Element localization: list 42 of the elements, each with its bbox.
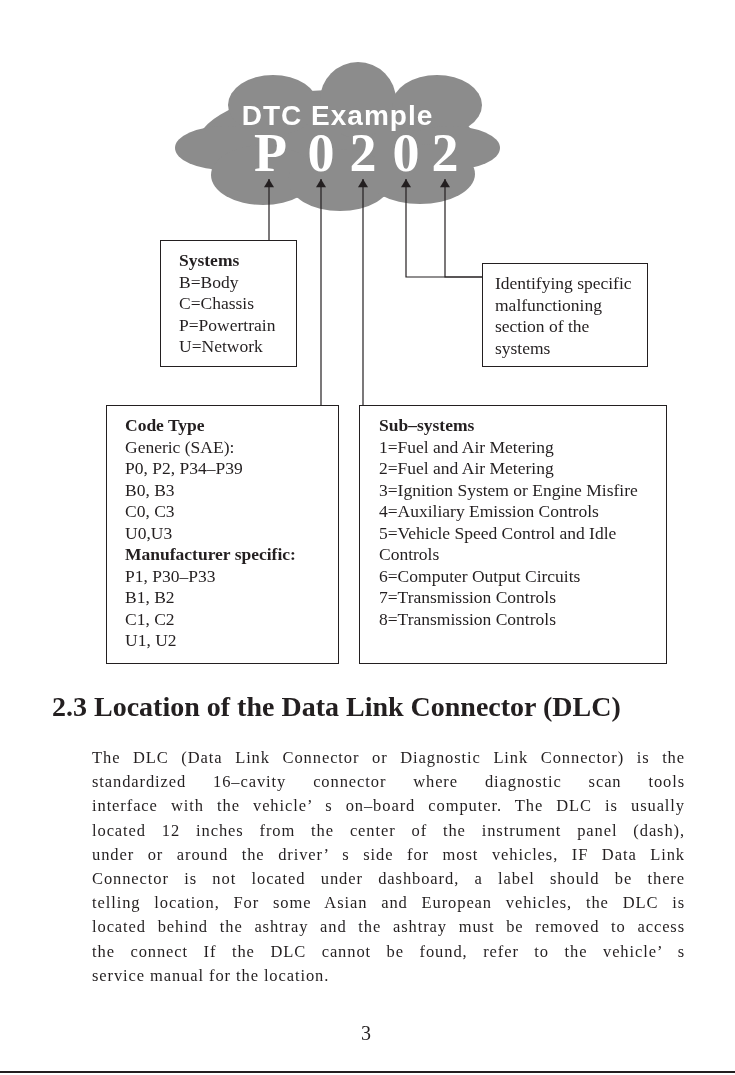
leader-arrow (264, 178, 274, 241)
code-character: 0 (306, 127, 336, 179)
list-item: 7=Transmission Controls (379, 587, 556, 609)
list-item: P=Powertrain (179, 314, 276, 336)
list-item: 3=Ignition System or Engine Misfire (379, 479, 638, 501)
list-item: 8=Transmission Controls (379, 608, 556, 630)
list-item: C1, C2 (125, 608, 175, 630)
box-heading: Sub–systems (379, 415, 475, 437)
leader-arrow (440, 178, 483, 278)
leader-arrow (316, 178, 326, 406)
text-box (359, 405, 667, 664)
body-paragraph: The DLC (Data Link Connector or Diagnostic Link Connector) is the standardized 16–cavity connector where diagnostic scan tools interface with the vehicle’ s on–board computer. The DLC is usually located 12 inches from the center of the instrument panel (dash), under or around the driver’ s side for most vehicles, IF Data Link Connector is not located under dashboard, a label should be there telling location, For some Asian and European vehicles, the DLC is located behind the ashtray and the ashtray must be removed to access the connect If the DLC cannot be found, refer to the vehicle’ s service manual for the location. (92, 747, 685, 987)
list-item: P0, P2, P34–P39 (125, 458, 243, 480)
list-item: 2=Fuel and Air Metering (379, 458, 554, 480)
box-text: Identifying specific malfunctioning section of the systems (495, 273, 633, 359)
list-item: C=Chassis (179, 293, 255, 315)
leader-arrow (358, 178, 368, 406)
code-character: P (254, 127, 284, 179)
code-character: 2 (430, 127, 460, 179)
list-item: P1, P30–P33 (125, 565, 216, 587)
list-item: U=Network (179, 336, 263, 358)
box-heading: Code Type (125, 415, 205, 437)
list-item: 6=Computer Output Circuits (379, 565, 581, 587)
box-heading: Manufacturer specific: (125, 544, 296, 566)
list-item: Generic (SAE): (125, 436, 235, 458)
list-item: B1, B2 (125, 587, 175, 609)
list-item: C0, C3 (125, 501, 175, 523)
section-heading: 2.3 Location of the Data Link Connector (DLC) (52, 690, 621, 724)
page-number: 3 (361, 1021, 371, 1045)
cloud-title: DTC Example (241, 102, 434, 130)
list-item: 4=Auxiliary Emission Controls (379, 501, 599, 523)
list-item: 1=Fuel and Air Metering (379, 436, 554, 458)
list-item: 5=Vehicle Speed Control and Idle Controls (379, 522, 618, 566)
list-item: U1, U2 (125, 630, 177, 652)
box-heading: Systems (179, 250, 240, 272)
list-item: B=Body (179, 271, 239, 293)
list-item: U0,U3 (125, 522, 173, 544)
text-box (160, 240, 297, 367)
text-box (482, 263, 648, 367)
list-item: B0, B3 (125, 479, 175, 501)
text-box (106, 405, 339, 664)
code-character: 2 (348, 127, 378, 179)
